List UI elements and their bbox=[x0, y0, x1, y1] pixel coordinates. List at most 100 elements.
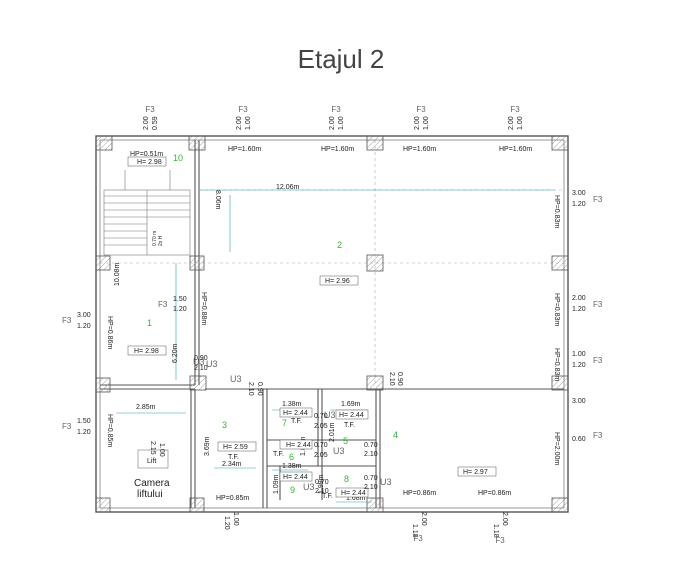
window-top-5: F3 2.00 1.00 bbox=[508, 105, 524, 130]
door-tag: U3 bbox=[206, 359, 218, 369]
windows-bottom: 1.18 2.00 F3 1.18 2.00 F3 1.20 1.00 bbox=[223, 512, 508, 545]
door-width: 0.90 bbox=[194, 355, 208, 362]
door-tag: U3 bbox=[303, 482, 315, 492]
window-width: 2.00 bbox=[420, 512, 427, 526]
window-tag: F3 bbox=[593, 356, 603, 365]
room-number: 10 bbox=[173, 153, 183, 163]
door-width: 1.00 bbox=[158, 443, 165, 457]
lift-label: Lift bbox=[147, 458, 156, 465]
room-number: 9 bbox=[290, 485, 295, 495]
door-width: 0.70 bbox=[315, 479, 329, 486]
columns bbox=[95, 135, 569, 513]
window-top-3: F3 2.00 1.00 bbox=[329, 105, 345, 130]
parapet-label: HP=0.88m bbox=[200, 292, 207, 325]
svg-text:1.50: 1.50 bbox=[173, 296, 187, 303]
window-top-2: F3 2.00 1.00 bbox=[236, 105, 252, 130]
room-number: 2 bbox=[337, 240, 342, 250]
window-dim-b: 1.20 bbox=[572, 306, 586, 313]
parapet-label: HP=0.86m bbox=[478, 490, 511, 497]
window-height: 1.00 bbox=[245, 116, 252, 130]
room-number: 4 bbox=[393, 430, 398, 440]
window-tag: F3 bbox=[593, 195, 603, 204]
window-tag: F3 bbox=[593, 300, 603, 309]
window-tag: F3 bbox=[331, 105, 341, 114]
door-tag: U3 bbox=[193, 357, 205, 367]
dimension-label: 1.99m bbox=[318, 474, 325, 494]
door-height: 2.10 bbox=[364, 451, 378, 458]
door-1: U3 0.90 2.10 bbox=[206, 359, 403, 386]
tf-labels: T.F. T.F. T.F. T.F. T.F. bbox=[228, 418, 355, 500]
height-label: H= 2.44 bbox=[339, 412, 364, 419]
door-tag: U3 bbox=[380, 477, 392, 487]
window-dim-b: 1.20 bbox=[77, 429, 91, 436]
door-height: 2.15 bbox=[149, 441, 156, 455]
room-number: 7 bbox=[282, 418, 287, 428]
door-width: 0.90 bbox=[256, 382, 263, 396]
parapet-label: HP=0.83m bbox=[553, 195, 560, 228]
parapet-label: HP=2.00m bbox=[553, 432, 560, 465]
window-dim-a: 3.00 bbox=[77, 312, 91, 319]
window-tag: F3 bbox=[145, 105, 155, 114]
window-width: 2.00 bbox=[329, 116, 336, 130]
window-dim-a: 1.00 bbox=[572, 351, 586, 358]
beam-lines bbox=[100, 140, 564, 385]
room-number: 5 bbox=[343, 436, 348, 446]
lift-room-label: Camera bbox=[134, 478, 170, 489]
door-width: 0.70 bbox=[364, 442, 378, 449]
dimension-label: 1.69m bbox=[341, 401, 361, 408]
door-height: 2.10 bbox=[247, 382, 254, 396]
window-tag: F3 bbox=[238, 105, 248, 114]
room-number: 3 bbox=[222, 420, 227, 430]
height-label: H= 2.44 bbox=[283, 410, 308, 417]
door-4: U3 0.70 2.05 bbox=[314, 442, 345, 459]
door-tag: U3 bbox=[333, 446, 345, 456]
window-tag: F3 bbox=[495, 536, 505, 545]
window-top-1: F3 2.00 0.59 bbox=[143, 105, 159, 130]
door-width: 0.90 bbox=[396, 372, 403, 386]
height-label: H= 2.44 bbox=[283, 474, 308, 481]
parapet-label: HP=0.83m bbox=[553, 293, 560, 326]
dimension-label: 1.68m bbox=[346, 495, 366, 502]
door-3: U3 0.70 2.05 bbox=[314, 410, 336, 430]
door-tag: U3 bbox=[324, 410, 336, 420]
svg-text:T.F.: T.F. bbox=[291, 418, 302, 425]
window-dim-b: 0.60 bbox=[572, 436, 586, 443]
window-tag: F3 bbox=[62, 422, 72, 431]
window-width: 2.00 bbox=[501, 512, 508, 526]
parapet-label: HP=0.86m bbox=[106, 316, 113, 349]
door-width: 0.70 bbox=[314, 442, 328, 449]
height-label: H= 2.98 bbox=[137, 159, 162, 166]
dimension-label: 10.08m bbox=[114, 262, 121, 286]
dimension-label: 1.09m bbox=[273, 474, 280, 494]
lift-door: 1.00 2.15 bbox=[149, 441, 165, 457]
inner-window: 1.50 1.20 F3 bbox=[158, 296, 187, 313]
window-width: 2.00 bbox=[236, 116, 243, 130]
door-height: 2.10 bbox=[194, 365, 208, 372]
door-height: 2.10 bbox=[315, 488, 329, 495]
parapet-label: HP=0.85m bbox=[106, 414, 113, 447]
height-label: H= 2.44 bbox=[286, 442, 311, 449]
window-height: 1.18 bbox=[411, 524, 418, 538]
svg-text:T.F.: T.F. bbox=[273, 451, 284, 458]
dimension-labels: 12.06m 8.06m 10.08m 2.85m 6.20m 1.38m 1.… bbox=[114, 184, 366, 502]
room-number: 1 bbox=[147, 318, 152, 328]
window-top-4: F3 2.00 1.00 bbox=[414, 105, 430, 130]
inner-walls bbox=[100, 140, 564, 508]
parapet-label: HP=1.60m bbox=[228, 146, 261, 153]
door-height: 2.05 bbox=[314, 423, 328, 430]
parapet-label: HP=0.86m bbox=[403, 490, 436, 497]
window-dim-b: 1.20 bbox=[572, 362, 586, 369]
window-tag: F3 bbox=[593, 431, 603, 440]
dimension-label: 3.69m bbox=[204, 436, 211, 456]
dimension-label: 1.38m bbox=[282, 463, 302, 470]
lift-room-label: liftului bbox=[137, 489, 163, 500]
window-dim-a: 2.00 bbox=[572, 295, 586, 302]
parapet-label: HP=0.83m bbox=[553, 348, 560, 381]
window-height: 1.00 bbox=[517, 116, 524, 130]
plan-title: Etajul 2 bbox=[297, 44, 385, 74]
door-side: 0.90 2.10 bbox=[194, 355, 208, 372]
parapet-label: HP=0.51m bbox=[130, 151, 163, 158]
window-tag: F3 bbox=[510, 105, 520, 114]
window-dim-b: 1.20 bbox=[77, 323, 91, 330]
